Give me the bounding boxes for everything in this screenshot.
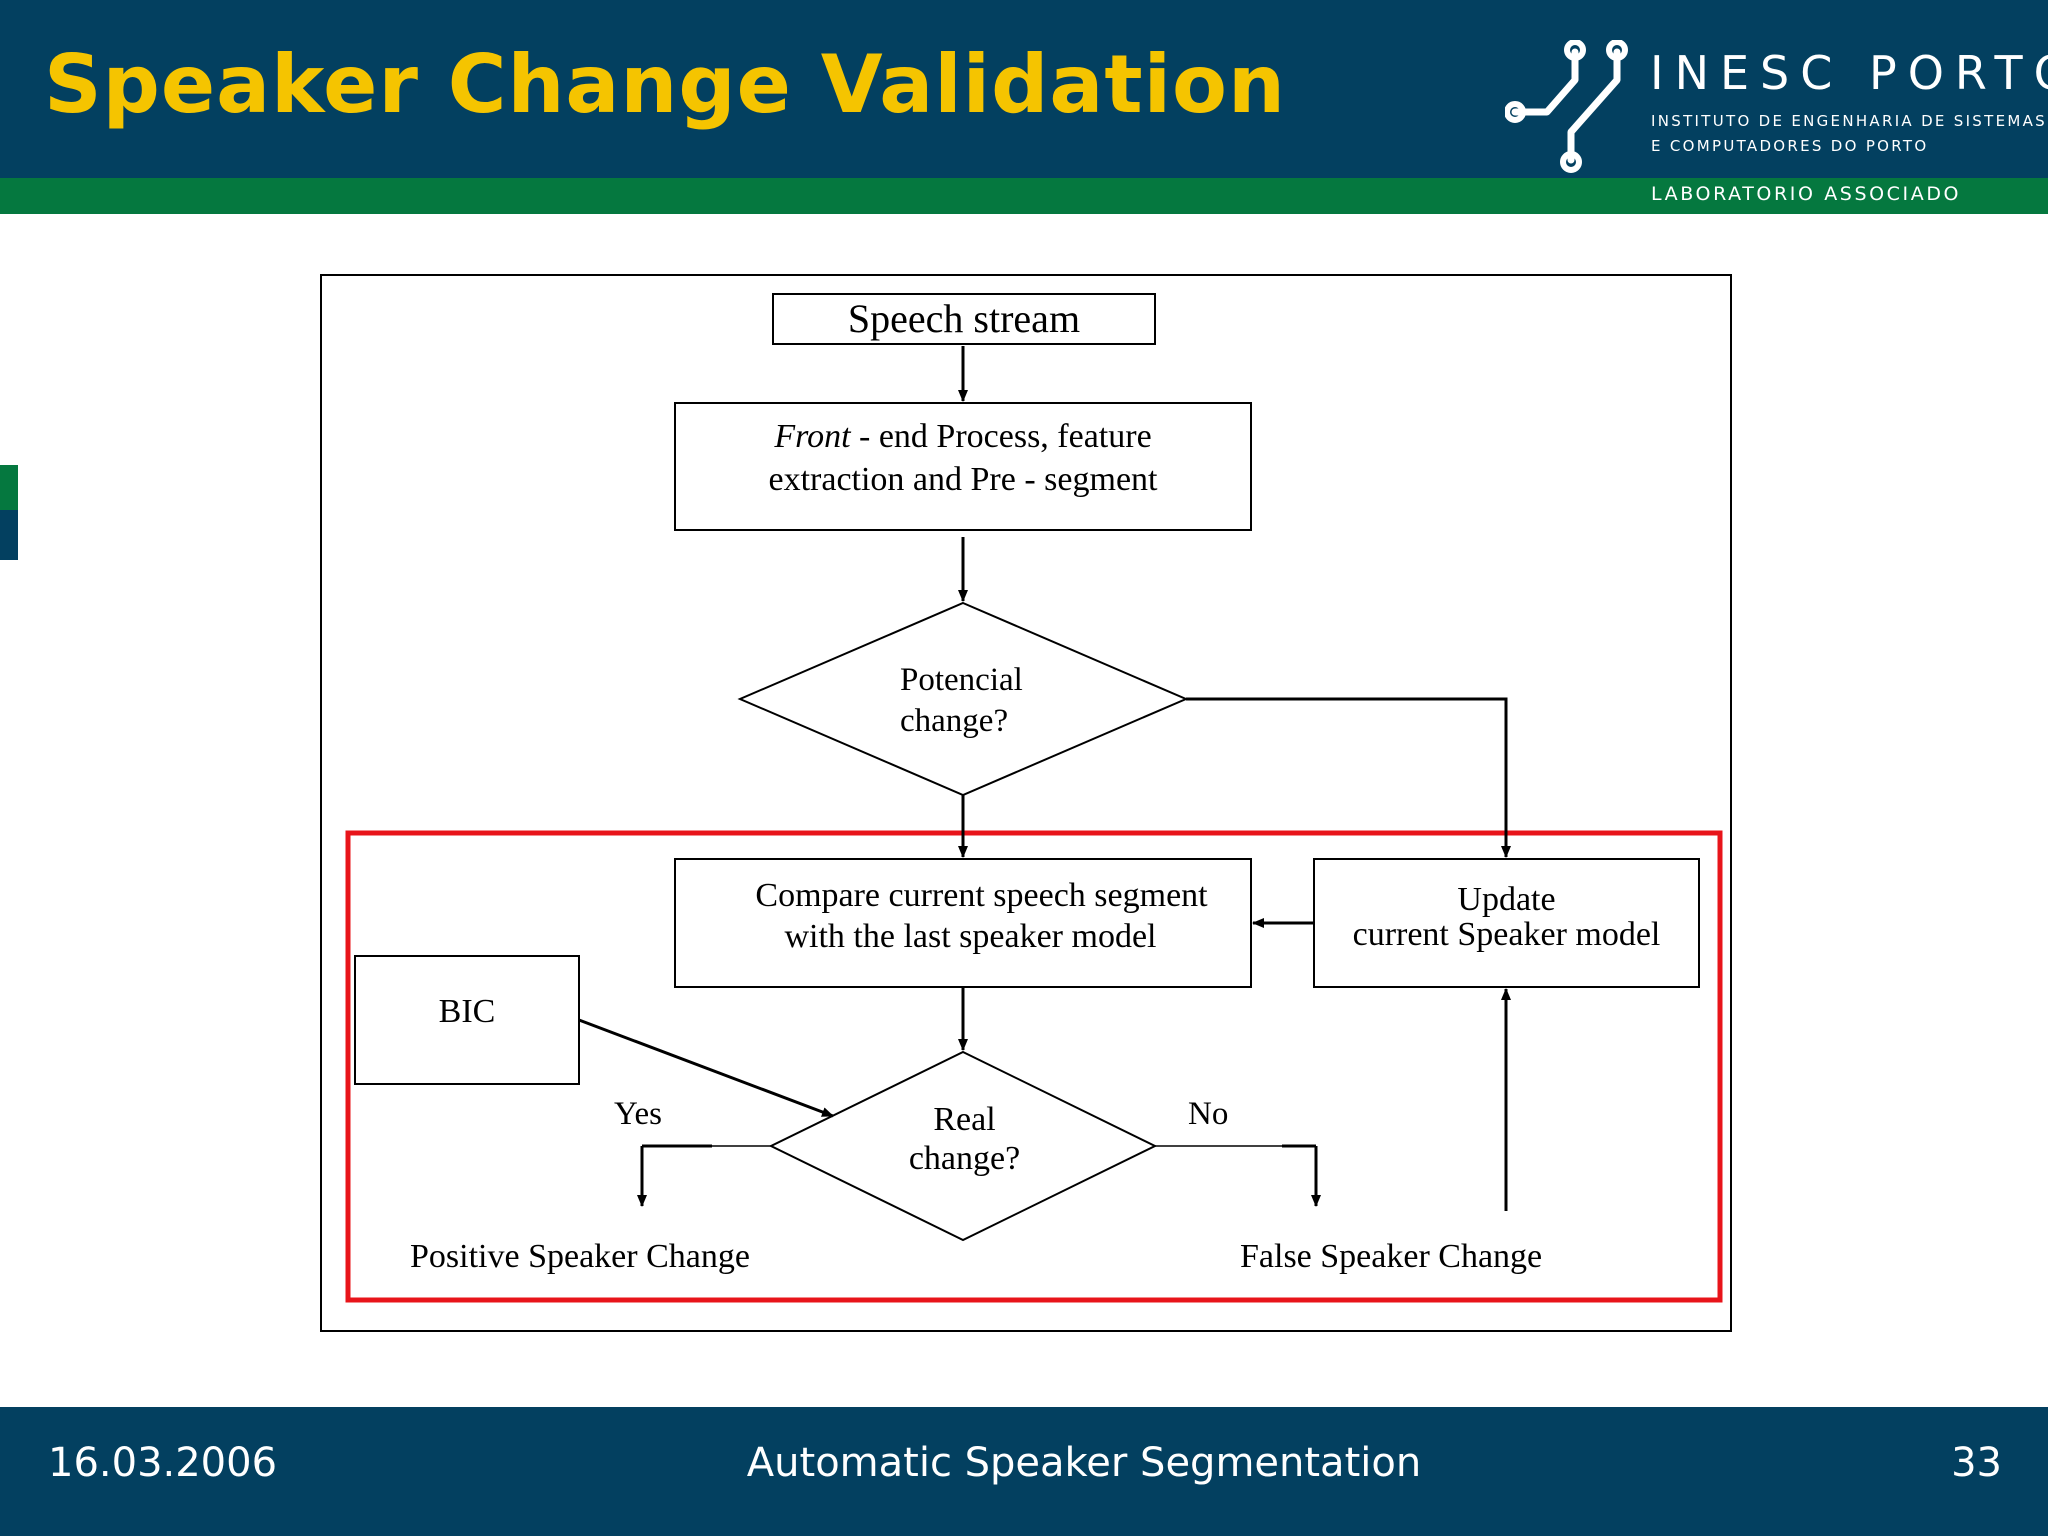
real-change-decision (768, 1050, 1158, 1242)
real-line1: Real (933, 1101, 996, 1138)
compare-line2: with the last speaker model (784, 918, 1157, 955)
yes-label: Yes (614, 1096, 663, 1132)
side-marker (0, 510, 18, 560)
real-change-label: Real change? (842, 1100, 1087, 1178)
circuit-icon (1505, 40, 1628, 173)
real-line2: change? (908, 1140, 1021, 1177)
speech-stream-box (772, 293, 1156, 345)
potencial-change-label: Potencial change? (900, 660, 1023, 742)
slide-title: Speaker Change Validation (44, 38, 1286, 131)
footer-date: 16.03.2006 (48, 1440, 278, 1486)
arrow-bic-to-real (578, 1018, 834, 1118)
logo-subtitle-line1: INSTITUTO DE ENGENHARIA DE SISTEMAS (1651, 112, 2047, 130)
header-stripe (0, 178, 2048, 214)
arrow-potencial-to-update (1186, 697, 1511, 858)
potencial-line2: change? (900, 703, 1009, 739)
logo-subtitle-line2: E COMPUTADORES DO PORTO (1651, 137, 1929, 155)
update-model-label: Update current Speaker model (1314, 882, 1699, 952)
validation-region-box (345, 830, 1723, 1303)
flowchart-shapes (345, 293, 1723, 1303)
bic-box (354, 955, 580, 1085)
footer-title: Automatic Speaker Segmentation (746, 1440, 1422, 1486)
false-speaker-change-label: False Speaker Change (1240, 1238, 1543, 1275)
page-number: 33 (1951, 1440, 2002, 1486)
update-line2: current Speaker model (1352, 916, 1661, 953)
update-line1: Update (1457, 881, 1556, 918)
compare-line1: Compare current speech segment (755, 877, 1208, 914)
potencial-line1: Potencial (900, 662, 1023, 698)
side-marker (0, 465, 18, 510)
front-end-italic: Front (774, 418, 851, 455)
compare-box (674, 858, 1252, 988)
no-label: No (1188, 1096, 1229, 1132)
logo-name: INESC PORTO (1650, 46, 2048, 100)
flowchart: Speech stream Front - end Process, featu… (320, 274, 1732, 1332)
front-end-line1-rest: - end Process, feature (850, 418, 1152, 455)
speech-stream-label: Speech stream (847, 296, 1081, 341)
positive-speaker-change-label: Positive Speaker Change (410, 1238, 750, 1275)
update-model-box (1313, 858, 1700, 988)
bic-label: BIC (438, 993, 496, 1030)
logo-lab-label: LABORATORIO ASSOCIADO (1651, 183, 1962, 205)
front-end-line2: extraction and Pre - segment (768, 460, 1158, 498)
front-end-box (674, 402, 1252, 531)
header-bar (0, 0, 2048, 178)
front-end-line1: Front - end Process, feature (675, 416, 1251, 459)
front-end-label: Front - end Process, feature extraction … (675, 416, 1251, 501)
compare-label: Compare current speech segment with the … (675, 875, 1288, 957)
footer-bar (0, 1407, 2048, 1536)
